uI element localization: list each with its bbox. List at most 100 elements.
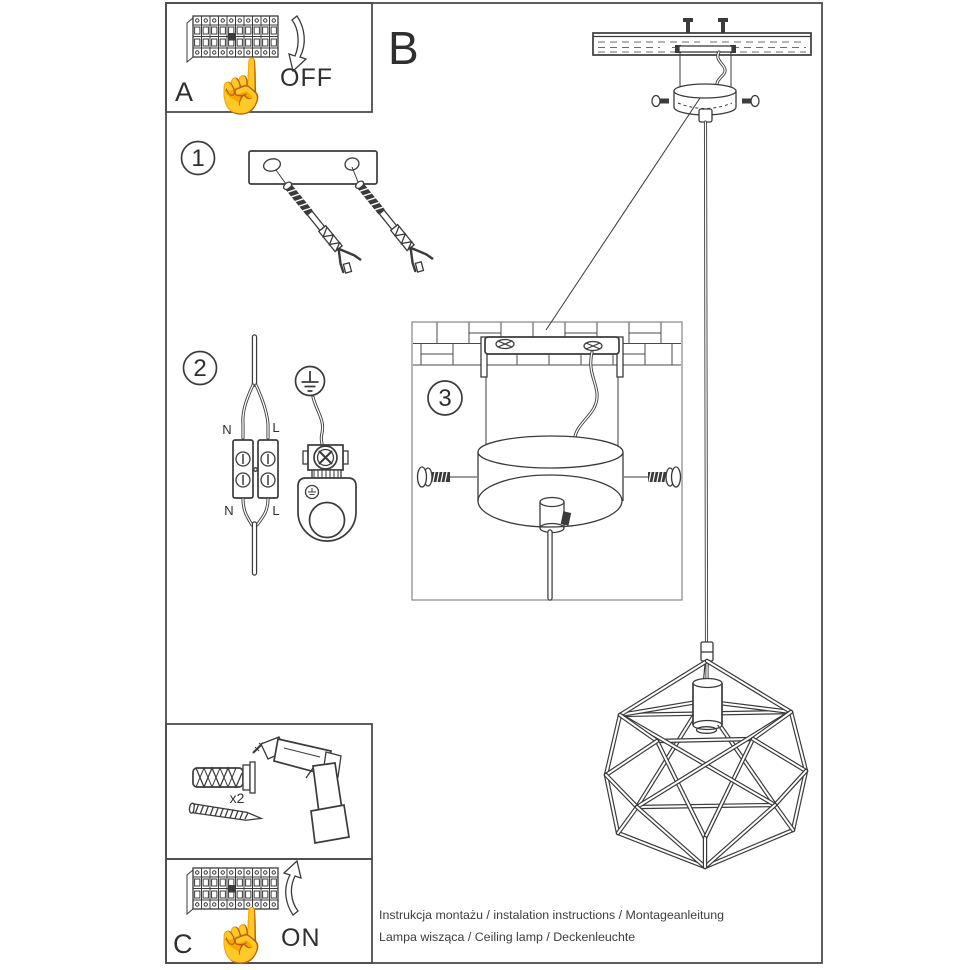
cord-grip: [698, 108, 713, 123]
screw-cross: [318, 450, 333, 465]
bolt-head-flange: [416, 466, 428, 488]
bracket-screw: [730, 45, 736, 53]
drill-battery: [310, 804, 350, 844]
ceiling-beam: [592, 32, 812, 56]
plug-flange: [249, 761, 256, 794]
label-n-top: N: [222, 422, 231, 437]
panel-c-border: [165, 858, 373, 964]
neck-hatch: [313, 470, 339, 478]
circuit-breaker-icon: [186, 867, 279, 916]
anchor-count-label: x2: [230, 790, 245, 806]
socket-bottom: [692, 719, 723, 731]
panel-a-label: A: [175, 77, 193, 107]
plug-ribs: [195, 766, 237, 789]
wire-n-bottom: [241, 497, 254, 527]
section-b-label: B: [388, 22, 419, 74]
set-screw: [560, 511, 572, 526]
panel-a: ☝ OFF A: [165, 2, 373, 117]
screw-cross: [497, 340, 513, 348]
step1-group: 1: [180, 140, 436, 277]
tools-box: x2: [165, 723, 373, 860]
terminal-block: [257, 439, 279, 499]
step3-group: 3: [411, 97, 701, 601]
lamp-cage: [603, 641, 809, 870]
thumbscrew-head: [750, 94, 760, 108]
wall-plug-icon: [192, 761, 256, 794]
bulb-socket-rim: [695, 726, 718, 734]
page-border: [165, 2, 823, 964]
step1-number: 1: [191, 145, 204, 172]
screw-thread: [194, 804, 249, 820]
clamp-ground-screw: [304, 484, 320, 500]
clamp-body: [297, 477, 357, 542]
thumbscrew: [660, 98, 669, 104]
step3-circle: [427, 380, 463, 416]
canopy-top: [477, 435, 624, 469]
on-label: ON: [281, 924, 321, 952]
stem-top: [539, 496, 565, 508]
beam-bolt: [721, 21, 725, 34]
wood-grain: [598, 41, 806, 53]
plug-ribs: [195, 766, 243, 789]
clamp-hole: [308, 501, 346, 539]
bracket-screw: [675, 45, 681, 53]
wire-l-bottom: [255, 497, 270, 527]
panel-a-border: [165, 2, 373, 113]
label-l-top: L: [272, 420, 279, 435]
footer-line2: Lampa wisząca / Ceiling lamp / Deckenleu…: [379, 930, 635, 944]
step3-number: 3: [438, 385, 451, 412]
clamp-screw-inner: [316, 448, 335, 467]
step1-circle: [180, 140, 216, 176]
off-label: OFF: [280, 64, 333, 92]
mounting-bracket: [484, 336, 620, 355]
drill-icon: [252, 736, 350, 844]
step2-group: 2 N L N L: [182, 334, 357, 576]
bracket-flange: [616, 336, 624, 378]
socket-top: [692, 677, 723, 689]
beam-bolt: [686, 21, 690, 34]
thumbscrew-head: [651, 94, 661, 108]
beam-bolt-head: [718, 18, 728, 22]
leader-line: [351, 166, 359, 183]
panel-c: ☝ ON C: [165, 858, 373, 966]
screw-cross: [585, 342, 601, 350]
screw-icon: [188, 802, 264, 821]
terminal-block: [232, 439, 254, 499]
body-line: [283, 747, 321, 758]
step2-circle: [182, 350, 218, 386]
footer-line1: Instrukcja montażu / instalation instruc…: [379, 908, 724, 922]
arrow-up-icon: [282, 859, 302, 916]
bolt-shaft: [430, 472, 450, 482]
canopy-top: [673, 83, 737, 99]
clamp-ground-glyph: [308, 488, 316, 495]
label-l-bottom: L: [272, 503, 279, 518]
ground-symbol-icon: [294, 365, 326, 397]
screw-anchor-icon: [275, 175, 364, 277]
screw-slots: [242, 454, 269, 485]
hand-pressing-icon: ☝: [210, 55, 275, 117]
socket-body-fill: [693, 683, 722, 725]
label-n-bottom: N: [224, 503, 233, 518]
plate-hole: [262, 158, 282, 172]
detail-leader-line: [545, 97, 701, 331]
bolt-head-flange: [670, 466, 682, 488]
canopy-hidden-edge: [677, 102, 733, 109]
block-pin: [253, 467, 258, 472]
beam-bolt-head: [683, 18, 693, 22]
bracket-flange: [480, 336, 488, 378]
ceiling-assembly: [592, 18, 812, 644]
thumbscrew: [742, 98, 751, 104]
ground-glyph: [301, 371, 319, 392]
clamp-screw: [313, 445, 338, 470]
bolt-thread: [648, 471, 668, 483]
ground-clamp: [297, 444, 357, 542]
mounting-plate: [248, 150, 378, 185]
drill-trigger: [305, 767, 314, 779]
arrow-down-icon: [288, 15, 308, 73]
circuit-breaker-icon: [186, 15, 279, 64]
step2-number: 2: [193, 355, 206, 382]
hand-pressing-icon: ☝: [210, 904, 275, 966]
panel-c-label: C: [173, 929, 193, 959]
